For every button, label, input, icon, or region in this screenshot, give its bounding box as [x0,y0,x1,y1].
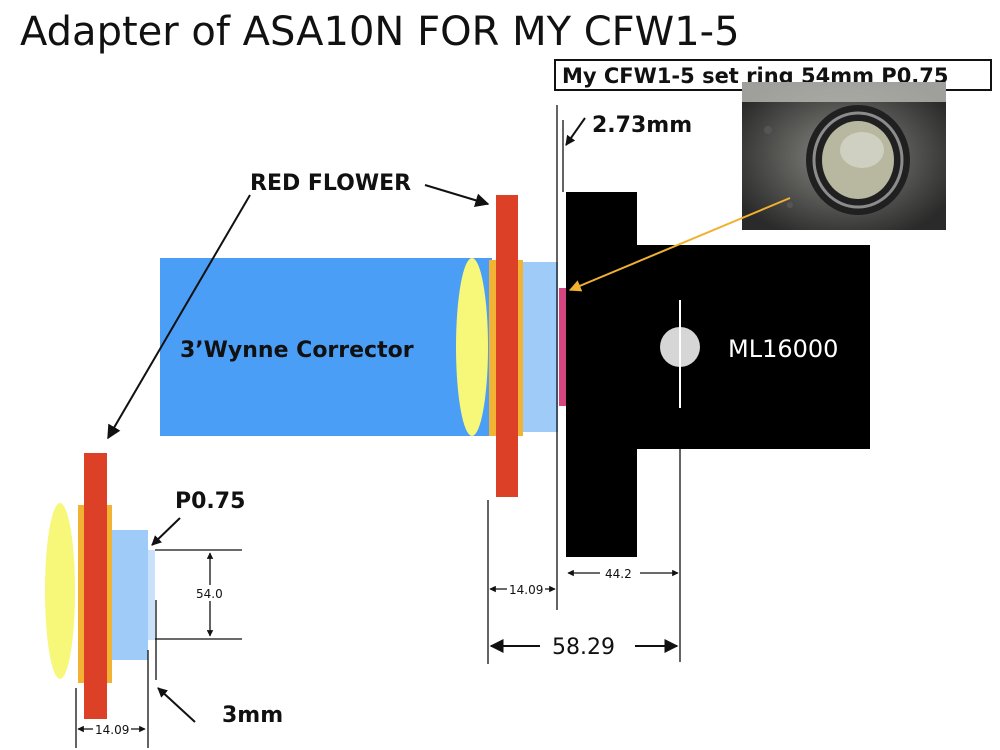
set-ring-photo [742,82,946,230]
dim-54-bg [193,585,229,601]
adapter-detail [112,530,148,660]
thread-length-label: 3mm [222,703,283,728]
thread-detail [148,550,155,640]
dim-1409-bottom-label: 14.09 [95,723,129,737]
dim-5829-label: 58.29 [552,635,615,660]
dim-44-label: 44.2 [605,567,632,581]
red-flower-main [496,195,518,497]
corrector-body [160,258,492,436]
dim-44-bg [600,564,640,582]
red-flower-pointer-detail [107,194,251,440]
camera-body [566,192,870,557]
dim-1409-bottom-bg [93,721,131,737]
adapter-main [523,262,558,432]
corrector-lens [456,258,488,436]
pitch-pointer [151,517,181,546]
photo-pointer [568,197,791,292]
red-flower-label: RED FLOWER [250,171,411,196]
pitch-label: P0.75 [175,489,245,514]
set-ring [559,288,566,406]
gap-label: 2.73mm [592,113,692,138]
dim-1409-top-bg [507,581,545,597]
corrector-label: 3’Wynne Corrector [180,338,414,363]
camera-label: ML16000 [728,335,838,363]
dim-1409-top-label: 14.09 [509,583,543,597]
detail-lens [45,503,75,679]
thread-pointer [157,687,196,723]
dim-54-label: 54.0 [196,587,223,601]
page-title: Adapter of ASA10N FOR MY CFW1-5 [20,9,740,55]
red-flower-pointer-main [424,184,490,208]
red-flower-detail [84,453,107,719]
gap-pointer [565,117,586,146]
